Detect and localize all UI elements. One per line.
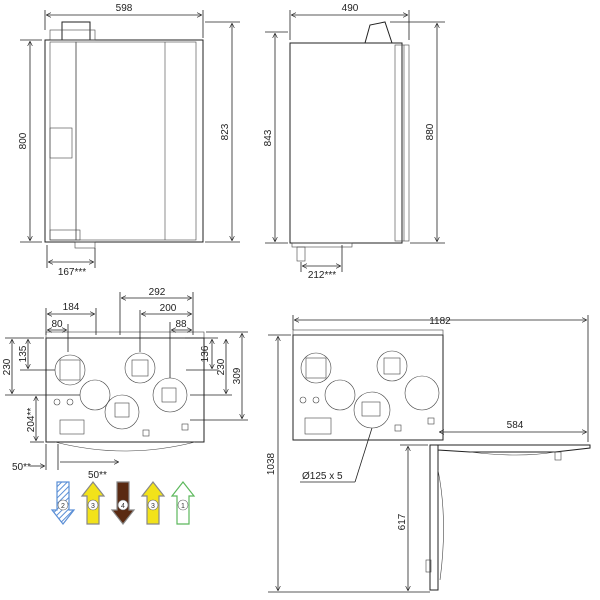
bottom-view — [45, 331, 205, 452]
front-door — [75, 41, 197, 241]
dim-200: 200 — [160, 303, 177, 314]
side-height-843-dim: 843 — [263, 31, 288, 244]
dim-1182-group: 1182 — [292, 315, 589, 442]
dim-584-group: 584 — [440, 420, 586, 432]
dim-167: 167*** — [58, 267, 86, 278]
front-bottom-offset-dim: 167*** — [46, 245, 96, 278]
dim-184-group: 184 — [45, 302, 97, 335]
flow-arrow-badge — [177, 499, 189, 511]
side-bottom-offset-dim: 212*** — [300, 245, 343, 281]
plan-view — [292, 329, 591, 591]
front-view — [44, 21, 204, 249]
dim-1182: 1182 — [429, 316, 451, 327]
flow-arrow-number: 1 — [181, 503, 185, 510]
flow-arrow-3: 4 — [110, 481, 136, 525]
dim-212: 212*** — [308, 270, 336, 281]
bottom-filter-box — [59, 419, 85, 435]
dim-80-group: 80 — [48, 319, 69, 352]
dim-88: 88 — [175, 319, 187, 330]
side-view — [289, 21, 410, 262]
front-width-dim: 598 — [44, 3, 204, 38]
side-body — [289, 42, 403, 244]
flow-arrow-number: 4 — [121, 503, 125, 510]
dim-230-right: 230 — [216, 358, 227, 375]
dim-490: 490 — [342, 3, 359, 14]
dim-617-group: 617 — [397, 444, 428, 590]
dim-135: 135 — [18, 345, 29, 362]
side-panel — [394, 44, 410, 242]
diameter-callout: Ø125 x 5 — [300, 427, 373, 483]
plan-side-panel — [429, 444, 439, 591]
bottom-body — [45, 337, 205, 443]
dim-823: 823 — [220, 123, 231, 140]
plan-door-open — [437, 444, 591, 453]
flow-arrows-legend: 2 3 4 3 1 — [50, 481, 196, 525]
flow-arrow-badge — [57, 499, 69, 511]
side-drain — [296, 246, 306, 262]
dim-204-group: 204** — [26, 397, 44, 443]
dim-50-bottom-group: 50** — [60, 462, 118, 481]
dim-880: 880 — [425, 123, 436, 140]
dim-292: 292 — [149, 287, 166, 298]
flow-arrow-5: 1 — [170, 481, 196, 525]
plan-port-1 — [300, 352, 332, 384]
dim-598: 598 — [116, 3, 133, 14]
side-top-connector — [364, 21, 393, 44]
port-5 — [104, 394, 140, 430]
dim-230-left: 230 — [2, 358, 13, 375]
dim-230-left-group: 230 — [2, 337, 80, 396]
plan-port-2 — [376, 350, 408, 382]
dim-136: 136 — [200, 345, 211, 362]
flow-arrow-number: 3 — [151, 503, 155, 510]
dim-50-left-group: 50** — [12, 444, 59, 473]
plan-filter-box — [304, 417, 332, 435]
dim-309: 309 — [232, 367, 243, 384]
front-handle — [49, 127, 73, 159]
dim-200-group: 200 — [139, 303, 191, 352]
dim-80: 80 — [51, 319, 63, 330]
dim-184: 184 — [63, 302, 80, 313]
flow-arrow-badge — [147, 499, 159, 511]
flow-arrow-badge — [117, 499, 129, 511]
flow-arrow-2: 3 — [80, 481, 106, 525]
dim-136-group: 136 — [185, 337, 218, 371]
flow-arrow-4: 3 — [140, 481, 166, 525]
top-connector — [61, 21, 91, 41]
flow-arrow-badge — [87, 499, 99, 511]
dim-309-group: 309 — [190, 331, 248, 421]
dim-1038: 1038 — [266, 452, 277, 475]
plan-body — [292, 334, 444, 441]
plan-port-4 — [404, 375, 440, 411]
dim-50-bottom: 50** — [88, 470, 107, 481]
side-height-880-dim: 880 — [390, 21, 445, 244]
front-body — [44, 39, 204, 243]
port-2 — [124, 352, 156, 384]
dim-800: 800 — [18, 132, 29, 149]
flow-arrow-1: 2 — [50, 481, 76, 525]
front-height-inner-dim: 800 — [18, 39, 42, 243]
dim-843: 843 — [263, 129, 274, 146]
dim-292-group: 292 — [119, 287, 194, 335]
dim-617: 617 — [397, 513, 408, 530]
side-width-dim: 490 — [289, 3, 410, 40]
dim-88-group: 88 — [169, 319, 191, 378]
dim-135-group: 135 — [18, 340, 55, 371]
dim-230-right-group: 230 — [190, 340, 232, 396]
front-height-outer-dim: 823 — [205, 21, 240, 243]
plan-port-3 — [324, 379, 356, 411]
dim-diameter: Ø125 x 5 — [302, 471, 343, 482]
dim-1038-group: 1038 — [266, 334, 430, 593]
dim-204: 204** — [26, 408, 37, 433]
flow-arrow-number: 3 — [91, 503, 95, 510]
flow-arrow-number: 2 — [61, 503, 65, 510]
dim-50-left: 50** — [12, 462, 31, 473]
dim-584: 584 — [507, 420, 524, 431]
bottom-connector — [49, 229, 81, 241]
